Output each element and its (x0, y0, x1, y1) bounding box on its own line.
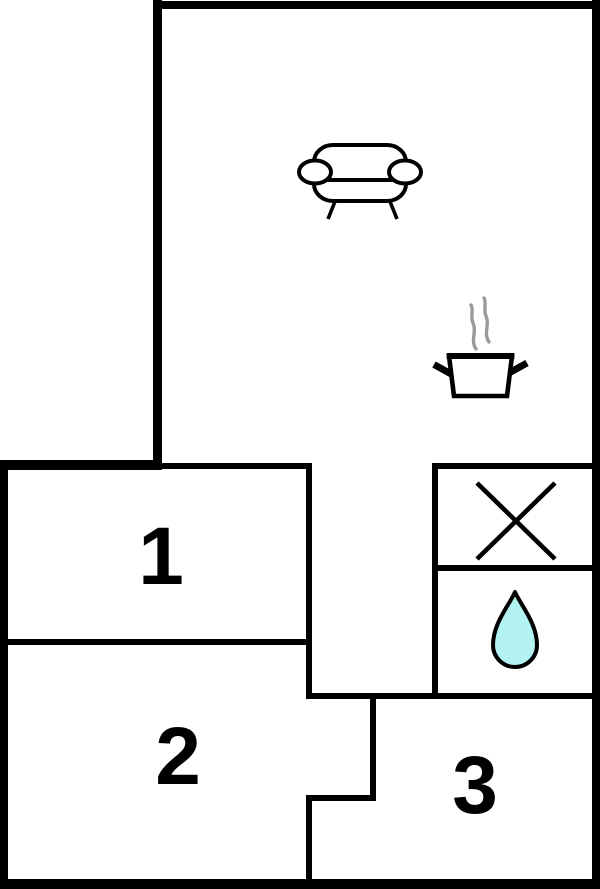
sofa-armrest-right (387, 158, 423, 186)
wall-room2-room3-jog (306, 795, 376, 801)
cross-stroke (475, 481, 557, 561)
wall-room1-top (162, 463, 310, 469)
steam-icon (469, 303, 478, 351)
wall-utility-divider (432, 565, 592, 571)
wall-outer-bottom (0, 879, 600, 889)
wall-outer-top (153, 1, 600, 9)
wall-room2-room3-upper (370, 693, 376, 801)
wall-utility-top (432, 463, 592, 469)
room-1-label: 1 (138, 511, 184, 602)
crossed-box-icon (475, 481, 557, 561)
wall-room2-room3-lower (306, 795, 312, 885)
sofa-icon (297, 143, 423, 220)
wall-room1-right (306, 463, 312, 699)
pot-body (446, 353, 515, 399)
water-drop-icon (491, 590, 539, 669)
wall-room1-room2-divider (0, 639, 312, 645)
wall-outer-left (0, 460, 8, 889)
water-drop-shape (491, 590, 539, 669)
wall-corridor-bottom (306, 693, 592, 699)
wall-outer-right (592, 0, 600, 889)
room-2-label: 2 (155, 711, 201, 802)
wall-utility-left (432, 463, 438, 699)
steam-icon (482, 296, 491, 344)
sofa-armrest-left (297, 158, 333, 186)
wall-living-room-left (153, 0, 162, 470)
wall-outer-upper-left (0, 460, 162, 470)
room-3-label: 3 (452, 740, 498, 831)
cooking-pot-icon (432, 296, 529, 399)
